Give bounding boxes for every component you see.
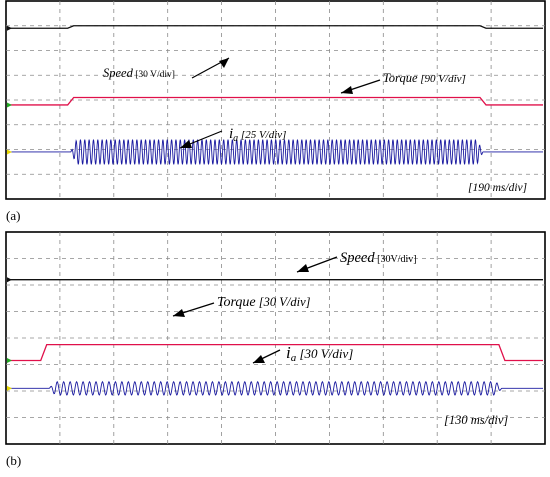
panel-b-torque-channel-marker [7, 358, 12, 364]
panel-a-current-label-scale: [25 V/div] [238, 129, 286, 141]
panel-a-time-scale: [190 ms/div] [468, 182, 527, 194]
panel-b-current-label-scale: [30 V/div] [296, 346, 353, 361]
panel-b-time-scale: [130 ms/div] [444, 413, 508, 427]
panel-b-current-arrowhead [253, 355, 265, 363]
panel-b-speed-channel-marker [7, 277, 12, 283]
panel-b-speed-label-main: Speed [340, 250, 375, 266]
panel-a-torque-label-scale: [90 V/div] [418, 73, 466, 85]
panel-a-torque-channel-marker [7, 102, 12, 108]
panel-a-torque-trace [8, 96, 543, 106]
panel-a-current-arrowhead [180, 140, 192, 148]
panel-a-current-label-sub: a [233, 133, 238, 144]
panel-b-speed-arrowhead [297, 264, 309, 272]
panel-b-torque-label-scale: [30 V/div] [256, 295, 311, 309]
panel-b-speed-label-scale: [30V/div] [375, 254, 417, 265]
panel-a-speed-label-scale: [30 V/div] [133, 70, 175, 80]
panel-b-grid [6, 232, 545, 444]
panel-b-torque-label-main: Torque [217, 295, 256, 310]
panel-a-grid [6, 1, 545, 199]
panel-b-label: (b) [6, 453, 21, 468]
panel-b-torque-trace [8, 343, 543, 362]
panel-a-label: (a) [6, 208, 20, 223]
panel-b-current-trace [8, 380, 543, 396]
panel-a-current-label-main: i [229, 126, 233, 142]
panel-a-current-trace [8, 139, 544, 165]
panel-b-current-label: ia [30 V/div] [286, 343, 353, 364]
panel-a-torque-label-main: Torque [383, 71, 418, 85]
panel-b-current-label-sub: a [291, 352, 297, 364]
panel-a-torque-arrowhead [341, 86, 353, 94]
panel-a-speed-channel-marker [7, 25, 12, 31]
panel-b-torque-label: Torque [30 V/div] [217, 295, 311, 310]
panel-a-current-channel-marker [7, 149, 12, 155]
panel-a-speed-label: Speed [30 V/div] [103, 66, 175, 80]
panel-b-current-channel-marker [7, 385, 12, 391]
panel-b: Speed [30V/div] Torque [30 V/div] ia [30… [5, 231, 546, 445]
panel-a-torque-label: Torque [90 V/div] [383, 71, 466, 85]
panel-a-speed-label-main: Speed [103, 66, 134, 80]
panel-a-speed-arrowhead [219, 58, 229, 68]
panel-a-traces [7, 25, 544, 165]
panel-a-speed-trace [8, 25, 543, 29]
panel-b-speed-label: Speed [30V/div] [340, 250, 417, 266]
panel-b-current-label-main: i [286, 343, 291, 362]
panel-a: Speed [30 V/div] Torque [90 V/div] ia [2… [5, 0, 546, 200]
panel-a-current-label: ia [25 V/div] [229, 126, 286, 144]
panel-b-torque-arrowhead [173, 309, 185, 317]
panel-b-traces [7, 277, 543, 396]
